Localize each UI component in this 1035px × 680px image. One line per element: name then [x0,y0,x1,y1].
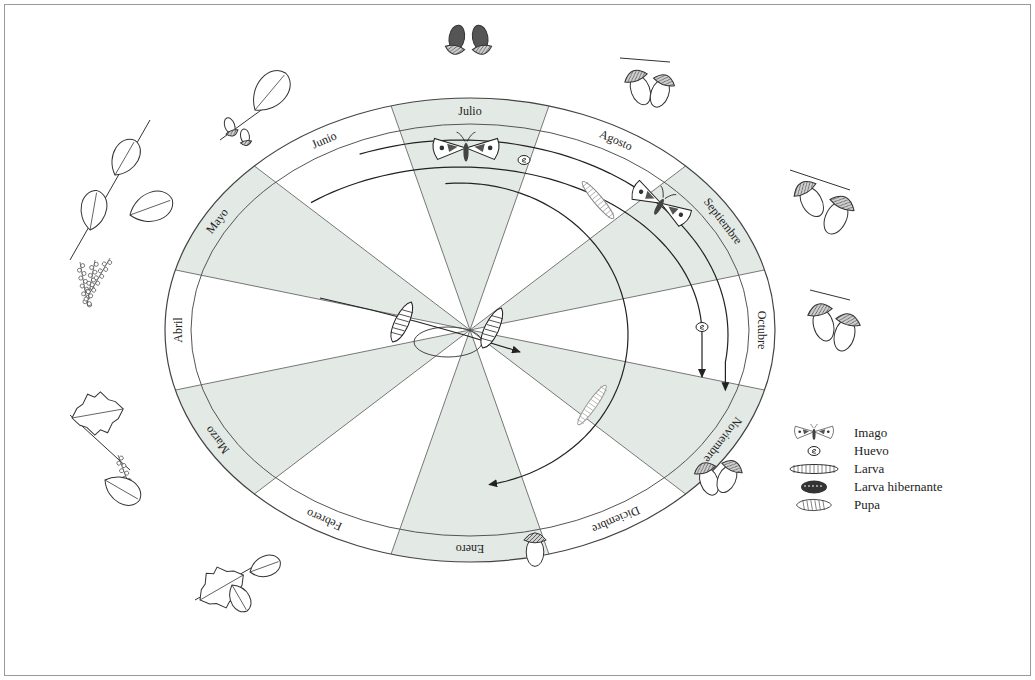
month-divider [470,330,686,494]
legend: ImagoHuevoLarvaLarva hibernantePupa [778,424,1028,514]
catkin [86,256,114,296]
frame [5,5,1031,676]
acorn [238,128,252,146]
leaf [104,134,146,181]
month-band [191,124,749,536]
imago [433,132,499,161]
month-divider [470,166,686,330]
larva [579,179,617,222]
acorn [221,116,239,138]
legend-text: Imago [850,425,887,441]
acorn [711,457,746,497]
legend-row: Pupa [778,496,1028,514]
leaf [99,469,146,511]
plant-illustrations [68,24,862,618]
month-label: Abril [172,317,184,342]
pupa [476,305,507,351]
twig [70,120,150,260]
month-divider [175,330,470,390]
month-divider [470,270,765,330]
month-divider [391,330,470,554]
legend-text: Larva [850,461,884,477]
legend-text: Larva hibernante [850,479,942,495]
legend-text: Pupa [850,497,880,513]
center-ellipse [414,327,482,357]
legend-symbol [778,478,850,496]
leaf [77,188,109,232]
acorn [790,177,831,222]
legend-row: Larva [778,460,1028,478]
acorn [444,24,468,56]
acorn [524,533,546,567]
outer-ellipse [165,98,775,562]
month-divider [470,330,765,390]
legend-symbol [778,442,850,460]
month-divider [470,330,549,554]
cycle-arrow [311,167,702,377]
month-label: Julio [458,105,481,117]
imago [627,175,695,231]
cycle-arrow [320,298,520,352]
month-divider [254,166,470,330]
acorn [644,71,677,110]
month-divider [470,106,549,330]
larva [575,383,610,427]
twig [620,58,670,62]
legend-row: Imago [778,424,1028,442]
month-label: Octubre [756,311,768,350]
cycle-arrow [445,183,628,485]
life-cycle [311,132,728,485]
egg [518,156,530,165]
egg [696,323,708,332]
acorn [817,192,858,239]
leaf [243,63,297,119]
legend-symbol [778,460,850,478]
legend-symbol [778,496,850,514]
legend-row: Huevo [778,442,1028,460]
pupa [386,299,417,345]
legend-symbol [778,424,850,442]
month-divider [175,270,470,330]
twig [810,290,850,300]
acorn [468,24,492,56]
acorn [828,311,862,354]
holly-leaf [68,389,126,439]
month-label: Enero [456,543,485,555]
legend-row: Larva hibernante [778,478,1028,496]
leaf [125,186,177,228]
leaf [247,551,284,581]
month-wheel [165,98,775,562]
legend-text: Huevo [850,443,889,459]
month-divider [254,330,470,494]
leaf [224,580,256,616]
